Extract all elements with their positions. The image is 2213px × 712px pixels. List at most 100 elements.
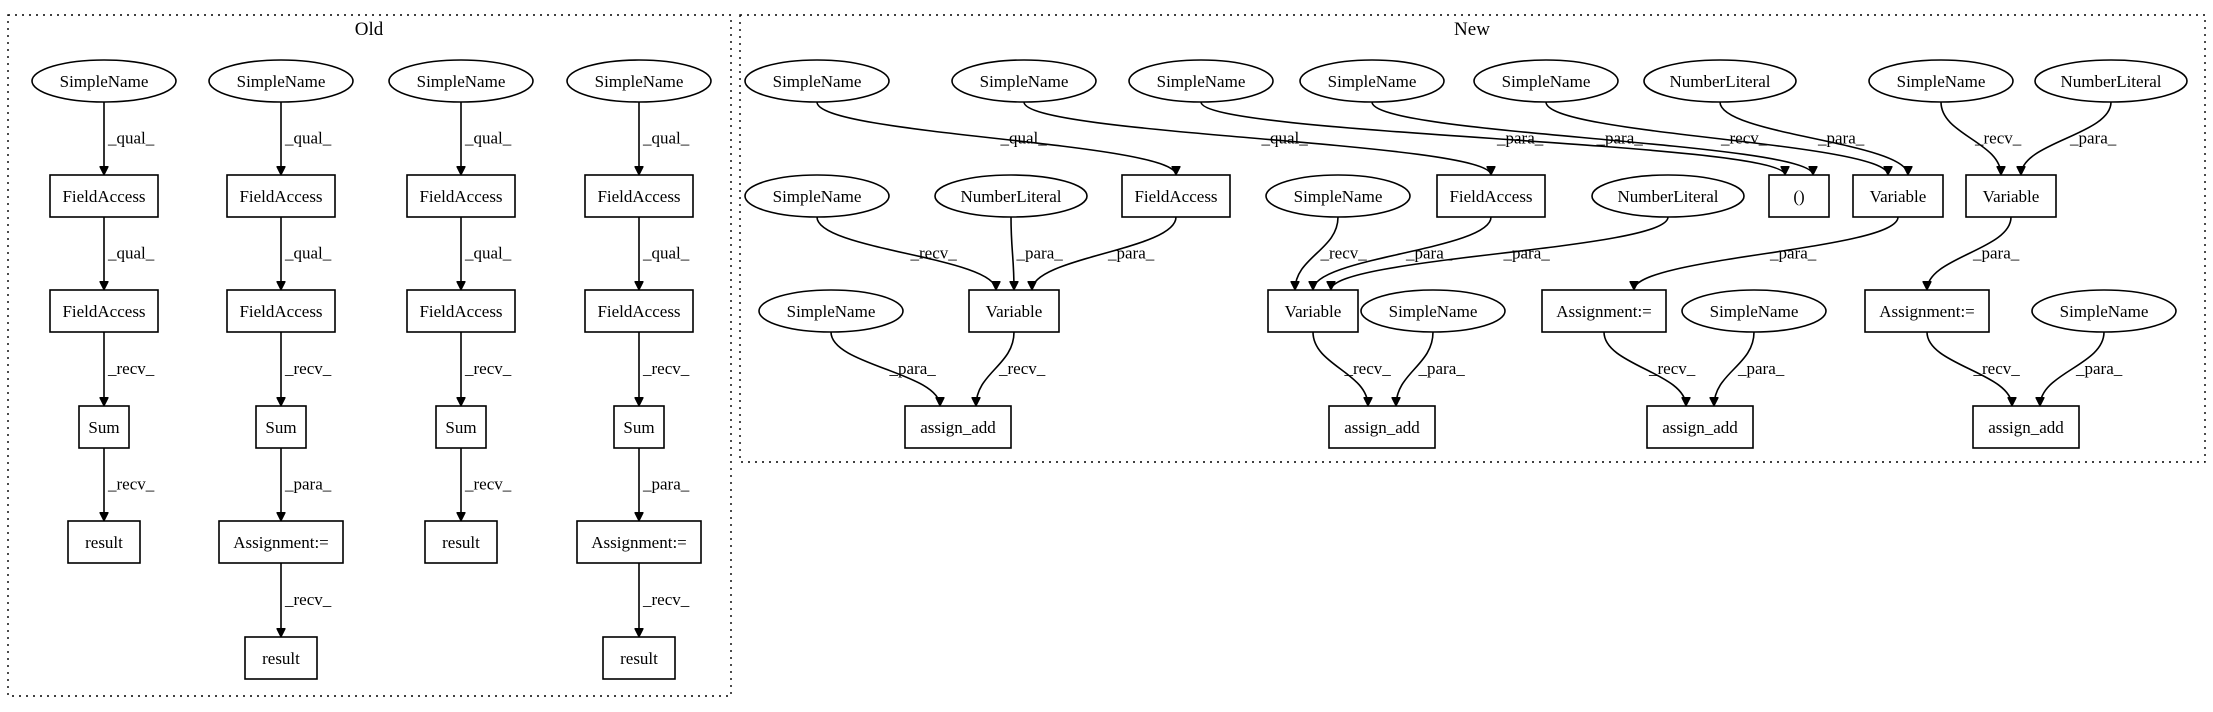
node-numberliteral: NumberLiteral [1643, 59, 1797, 103]
edge-recv: _recv_ [1545, 101, 1888, 176]
edge-qual: _qual_ [461, 217, 512, 290]
edge-qual: _qual_ [1023, 101, 1491, 176]
node-ellipse [1128, 59, 1274, 103]
node-simplename: SimpleName [208, 59, 354, 103]
edge-recv: _recv_ [1926, 331, 2020, 407]
edge-label: _recv_ [284, 590, 332, 609]
node-label: NumberLiteral [1617, 187, 1718, 206]
node-label: SimpleName [1502, 72, 1591, 91]
node-box [49, 174, 159, 218]
node-simplename: SimpleName [1299, 59, 1445, 103]
edge-label: _qual_ [284, 244, 332, 263]
edge-line [1295, 216, 1339, 290]
node-box [406, 289, 516, 333]
node-label: SimpleName [1389, 302, 1478, 321]
node-ellipse [2034, 59, 2188, 103]
edge-qual: _qual_ [816, 101, 1176, 176]
edge-para: _para_ [1634, 216, 1899, 291]
edge-label: _qual_ [642, 129, 690, 148]
node-sum: Sum [255, 405, 307, 449]
node-box [1864, 289, 1990, 333]
node-box [1972, 405, 2080, 449]
node-ellipse [744, 59, 890, 103]
edge-label: _para_ [1817, 129, 1865, 148]
node-box [1541, 289, 1667, 333]
edge-qual: _qual_ [281, 217, 332, 290]
node-box [1121, 174, 1231, 218]
edge-label: _qual_ [284, 129, 332, 148]
edge-line [2040, 331, 2105, 407]
node-ellipse [1473, 59, 1619, 103]
node-label: SimpleName [1157, 72, 1246, 91]
node-label: Variable [1983, 187, 2040, 206]
node-box [1768, 174, 1830, 218]
node-ellipse [934, 174, 1088, 218]
node-result: result [424, 520, 498, 564]
edge-recv: _recv_ [1940, 101, 2022, 176]
node-box [968, 289, 1060, 333]
node-box [1965, 174, 2057, 218]
edge-label: _para_ [1737, 359, 1785, 378]
node-label: SimpleName [1328, 72, 1417, 91]
node-box [78, 405, 130, 449]
node-box [406, 174, 516, 218]
edge-recv: _recv_ [639, 562, 690, 637]
node-variable: Variable [1965, 174, 2057, 218]
node-ellipse [2031, 289, 2177, 333]
edge-label: _recv_ [464, 359, 512, 378]
node-ellipse [388, 59, 534, 103]
edge-para: _para_ [2040, 331, 2123, 407]
nodes: SimpleNameFieldAccessFieldAccessSumresul… [31, 59, 2188, 680]
node-box [1267, 289, 1359, 333]
edge-label: _para_ [2075, 359, 2123, 378]
node-fieldaccess: FieldAccess [49, 174, 159, 218]
node-label: NumberLiteral [2060, 72, 2161, 91]
edge-line [976, 331, 1015, 406]
node-assignment: Assignment:= [1541, 289, 1667, 333]
node-simplename: SimpleName [388, 59, 534, 103]
edge-recv: _recv_ [281, 332, 332, 406]
edge-line [816, 101, 1176, 176]
edge-qual: _qual_ [639, 101, 690, 175]
node-ellipse [758, 289, 904, 333]
node-box [602, 636, 676, 680]
node-label: Sum [88, 418, 119, 437]
node-label: SimpleName [1897, 72, 1986, 91]
node-ellipse [1299, 59, 1445, 103]
edge-label: _para_ [1972, 244, 2020, 263]
node-ellipse [208, 59, 354, 103]
node-label: Variable [1285, 302, 1342, 321]
node-box [584, 289, 694, 333]
node-box [584, 174, 694, 218]
node-simplename: SimpleName [758, 289, 904, 333]
edge-para: _para_ [1011, 216, 1063, 290]
node-label: Sum [265, 418, 296, 437]
node-label: SimpleName [595, 72, 684, 91]
node-label: FieldAccess [1449, 187, 1532, 206]
edge-line [1714, 331, 1755, 406]
node-variable: Variable [1267, 289, 1359, 333]
edge-label: _qual_ [1000, 129, 1048, 148]
node-assign-add: assign_add [1328, 405, 1436, 449]
node-label: FieldAccess [62, 187, 145, 206]
edges: _qual__qual__recv__recv__qual__qual__rec… [104, 101, 2123, 637]
edge-line [1926, 331, 2012, 407]
edge-label: _qual_ [107, 129, 155, 148]
edge-recv: _recv_ [104, 447, 155, 521]
node-fieldaccess: FieldAccess [226, 174, 336, 218]
cluster-old-label: Old [355, 19, 384, 40]
node-result: result [602, 636, 676, 680]
node-box [613, 405, 665, 449]
node-label: assign_add [1344, 418, 1420, 437]
edge-label: _recv_ [1974, 129, 2022, 148]
node-label: result [85, 533, 123, 552]
edge-para: _para_ [1927, 216, 2020, 291]
edge-line [1545, 101, 1888, 176]
edge-recv: _recv_ [1295, 216, 1367, 290]
edge-label: _qual_ [107, 244, 155, 263]
node-label: Variable [1870, 187, 1927, 206]
edge-label: _para_ [1769, 244, 1817, 263]
node-simplename: SimpleName [1473, 59, 1619, 103]
node-label: result [620, 649, 658, 668]
